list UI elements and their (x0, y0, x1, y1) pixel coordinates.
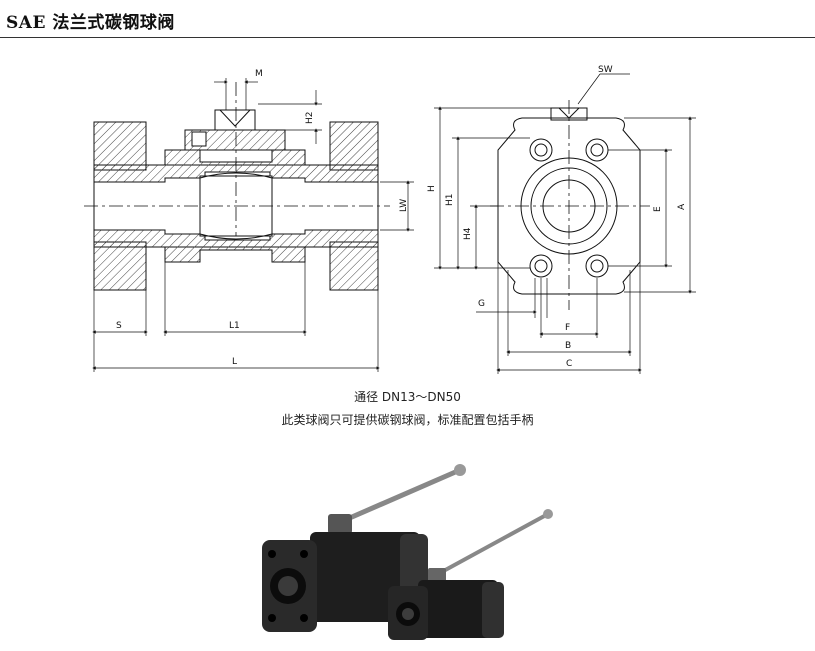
caption-note: 此类球阀只可提供碳钢球阀，标准配置包括手柄 (281, 413, 534, 427)
dim-label-f: F (565, 323, 570, 333)
dim-label-sw: SW (598, 65, 613, 75)
dim-label-m: M (255, 69, 263, 79)
dim-label-a: A (677, 203, 687, 210)
dim-label-lw: LW (399, 199, 409, 212)
dim-label-g: G (478, 299, 485, 309)
side-section-view (84, 78, 414, 372)
technical-drawing: M H2 LW S L1 L (84, 65, 696, 374)
dim-label-b: B (565, 341, 571, 351)
ball-valve-product-photo (262, 464, 553, 640)
dim-label-s: S (116, 321, 122, 331)
caption-size-range: 通径 DN13～DN50 (354, 390, 461, 404)
dim-label-e: E (653, 206, 663, 212)
front-flange-view (434, 73, 696, 374)
dim-label-c: C (566, 359, 572, 369)
dim-label-h1: H1 (445, 194, 455, 207)
dim-label-h4: H4 (463, 227, 473, 240)
dim-label-l: L (232, 357, 237, 367)
small-valve (388, 509, 553, 640)
page-title: SAE 法兰式碳钢球阀 (6, 13, 175, 33)
dim-label-l1: L1 (229, 321, 240, 331)
title-rule (0, 37, 815, 38)
dim-label-h: H (427, 185, 437, 192)
dim-label-h2: H2 (305, 112, 315, 125)
